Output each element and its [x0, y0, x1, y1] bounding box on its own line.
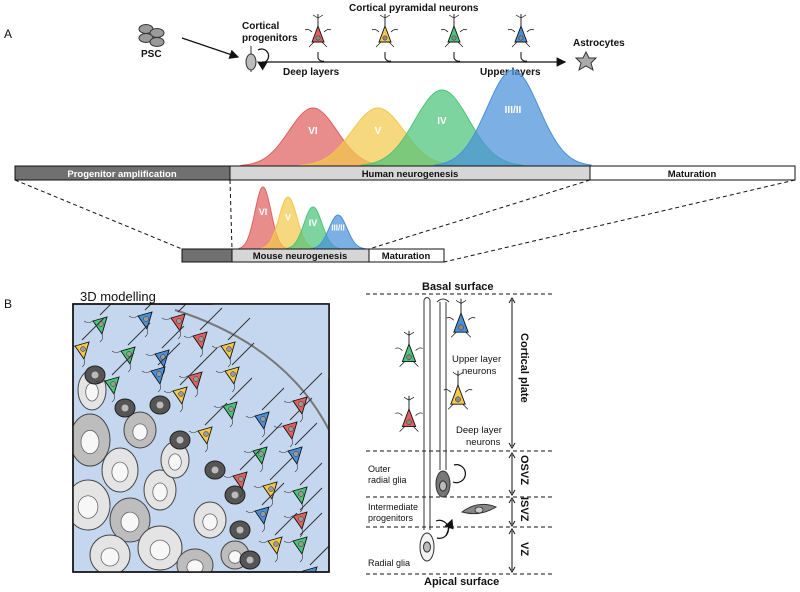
radial-glia-label: Radial glia — [368, 558, 410, 568]
human-neurogenesis-label: Human neurogenesis — [362, 169, 459, 180]
intermediate-progenitor-cell — [460, 503, 498, 515]
lineage-branch — [453, 52, 461, 62]
schematic-neurons — [395, 298, 476, 432]
astrocyte-icon — [574, 50, 598, 72]
human-layer-curves: VI V IV III/II — [240, 69, 592, 167]
curve-label: III/II — [505, 105, 522, 116]
human-timeline-bar — [14, 165, 796, 181]
neuron-layer-iii-ii-icon — [507, 14, 535, 48]
astrocytes-label: Astrocytes — [573, 38, 625, 49]
lineage-branch — [317, 52, 325, 62]
outer-radial-glia-label-1: Outer — [368, 464, 391, 474]
curve-label: IV — [309, 218, 318, 228]
upper-layer-neurons-label-2: neurons — [462, 366, 497, 377]
deep-layer-yellow-neuron-icon — [443, 370, 473, 410]
psc-label: PSC — [141, 49, 162, 60]
panel-a-letter: A — [4, 27, 12, 41]
curve-label: IV — [437, 116, 447, 127]
basal-surface-label: Basal surface — [422, 281, 494, 293]
psc-cells-icon — [138, 24, 165, 47]
intermediate-progenitors-label-1: Intermediate — [368, 502, 418, 512]
neuron-layer-iv-icon — [440, 14, 468, 48]
upper-layer-blue-neuron-icon — [446, 298, 476, 338]
curve-iii-ii — [434, 69, 592, 167]
pyramidal-title: Cortical pyramidal neurons — [349, 3, 479, 14]
radial-glia-fiber — [419, 297, 466, 562]
neuron-layer-v-icon — [371, 14, 399, 48]
deep-layer-red-neuron-icon — [395, 395, 423, 432]
zone-osvz: OSVZ — [518, 455, 530, 485]
lineage-branch — [520, 52, 528, 62]
curve-iii-ii — [310, 214, 366, 250]
zone-brackets — [508, 297, 516, 573]
curve-label: VI — [259, 207, 268, 217]
lineage-branch — [384, 52, 392, 62]
psc-arrow — [181, 37, 240, 59]
projection-lines — [14, 179, 796, 263]
upper-layer-green-neuron-icon — [395, 330, 423, 367]
progenitor-cell-icon — [245, 46, 270, 72]
curve-label: V — [285, 212, 291, 222]
upper-layer-neurons-label-1: Upper layer — [452, 354, 501, 365]
intermediate-progenitors-label-2: progenitors — [368, 513, 414, 523]
neuron-layer-vi-icon — [304, 14, 332, 48]
outer-radial-glia-label-2: radial glia — [368, 475, 407, 485]
mouse-layer-curves: VI V IV III/II — [238, 186, 366, 250]
modelling-title: 3D modelling — [80, 289, 156, 304]
panel-b-letter: B — [4, 297, 12, 311]
lineage-neurons — [304, 14, 535, 62]
cortex-schematic — [366, 293, 555, 575]
progenitors-label-1: Cortical — [242, 21, 279, 32]
zone-isvz: ISVZ — [518, 497, 530, 522]
human-maturation-label: Maturation — [668, 169, 717, 180]
zone-cortical-plate: Cortical plate — [518, 333, 530, 403]
deep-layer-neurons-label-1: Deep layer — [456, 425, 502, 436]
apical-surface-label: Apical surface — [424, 576, 499, 588]
progenitors-label-2: progenitors — [242, 33, 298, 44]
progenitor-amplification-label: Progenitor amplification — [67, 169, 176, 180]
zone-vz: VZ — [518, 542, 530, 556]
curve-label: III/II — [331, 223, 344, 232]
mouse-maturation-label: Maturation — [382, 251, 431, 262]
curve-label: VI — [308, 126, 318, 137]
curve-label: V — [375, 126, 382, 137]
deep-layers-label: Deep layers — [283, 67, 340, 78]
mouse-timeline-bar — [181, 248, 445, 263]
mouse-neurogenesis-label: Mouse neurogenesis — [253, 251, 348, 262]
deep-layer-neurons-label-2: neurons — [466, 437, 501, 448]
organoid-illustration — [72, 303, 330, 573]
